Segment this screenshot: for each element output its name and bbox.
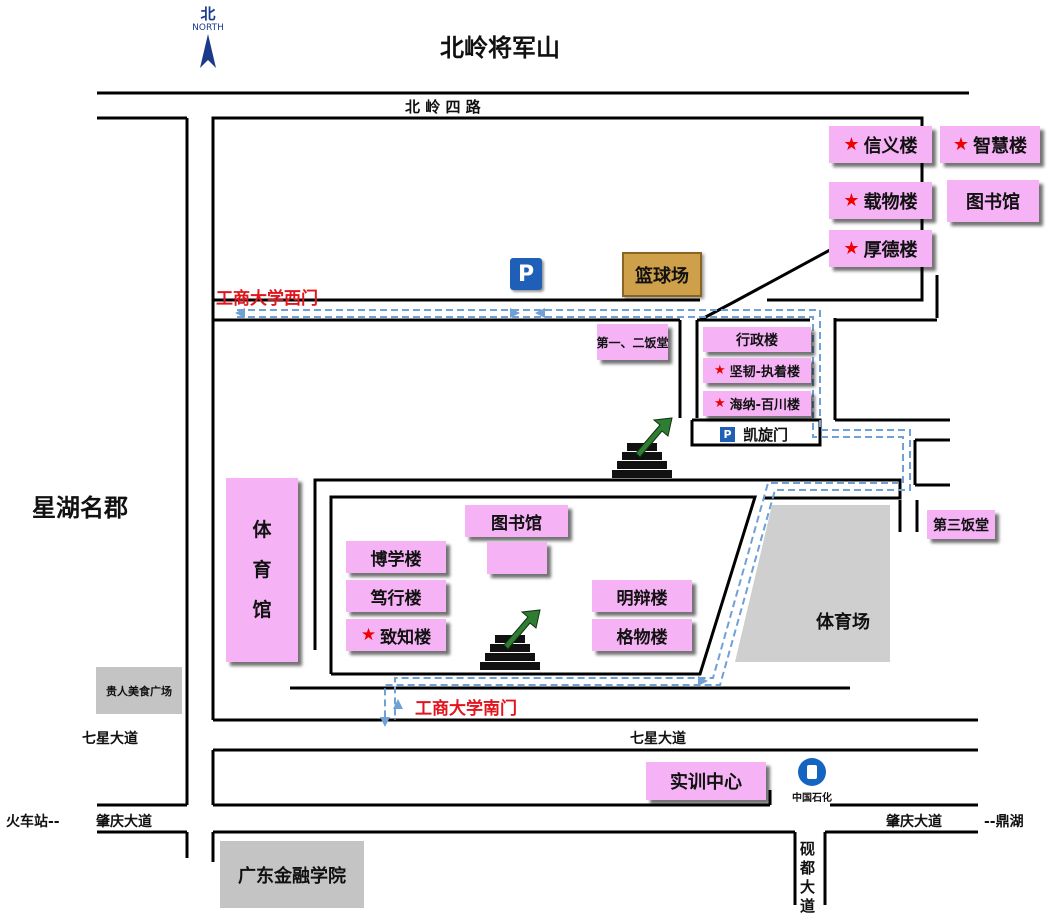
gate-west: 工商大学西门: [216, 289, 318, 309]
gate-kaixuan-label: 凯旋门: [743, 426, 789, 444]
road-label-zhaoqing-right: 肇庆大道: [886, 814, 942, 830]
road-label-dinghu: --鼎湖: [984, 814, 1024, 830]
road-label-qixing-mid: 七星大道: [630, 731, 686, 747]
building-xinyi: ★信义楼: [829, 126, 932, 163]
star-icon: ★: [952, 134, 970, 155]
inner-block: [329, 495, 758, 676]
yandu-char-1: 砚: [800, 840, 816, 858]
compass-text: NORTH: [192, 23, 224, 33]
road-label-station: 火车站--: [6, 814, 60, 830]
building-library: 图书馆: [465, 505, 568, 537]
building-zaiwu: ★载物楼: [829, 182, 932, 219]
building-stadium: 体育场: [816, 612, 870, 633]
stadium-field: [735, 505, 890, 662]
area-jinrong: 广东金融学院: [220, 841, 364, 908]
building-zaiwu-label: 载物楼: [863, 191, 918, 213]
building-gewu: 格物楼: [592, 619, 692, 651]
gas-station: 中国石化: [782, 758, 842, 804]
building-zhihui: ★智慧楼: [940, 126, 1040, 163]
building-zhihui-label: 智慧楼: [973, 135, 1028, 157]
yandu-char-4: 道: [800, 897, 816, 915]
star-icon: ★: [713, 363, 726, 378]
building-boxue: 博学楼: [346, 541, 446, 573]
road-label-yandu: 砚 都 大 道: [800, 840, 815, 916]
building-gym: 体 育 馆: [226, 478, 298, 662]
building-canteen12: 第一、二饭堂: [597, 324, 669, 360]
map-title: 北岭将军山: [440, 34, 560, 62]
building-basketball: 篮球场: [622, 252, 702, 297]
gas-station-label: 中国石化: [792, 793, 832, 804]
yandu-char-2: 都: [800, 859, 816, 877]
gym-char-3: 馆: [252, 599, 272, 621]
yandu-char-3: 大: [800, 878, 816, 896]
building-houde: ★厚德楼: [829, 230, 932, 267]
building-mingbian: 明辩楼: [592, 580, 692, 612]
building-jianren-label: 坚韧-执着楼: [729, 365, 801, 380]
building-jianren: ★坚韧-执着楼: [703, 358, 811, 383]
building-library-top: 图书馆: [947, 180, 1039, 222]
gym-char-2: 育: [252, 559, 272, 581]
star-icon: ★: [843, 238, 860, 259]
parking-icon: P: [510, 258, 542, 290]
building-canteen3: 第三饭堂: [927, 510, 995, 539]
building-zhizhi: ★致知楼: [346, 619, 446, 651]
area-xinghu: 星湖名郡: [32, 494, 128, 522]
building-duxing: 笃行楼: [346, 580, 446, 612]
building-zhizhi-label: 致知楼: [380, 627, 432, 648]
building-admin: 行政楼: [703, 327, 811, 352]
route-path: [237, 309, 911, 720]
stairs-arrow-icon: [480, 609, 541, 670]
building-haina: ★海纳-百川楼: [703, 391, 811, 416]
gate-kaixuan: P 凯旋门: [720, 424, 788, 445]
star-icon: ★: [843, 134, 860, 155]
route-arrows: [235, 308, 708, 727]
parking-icon: P: [720, 427, 735, 442]
star-icon: ★: [360, 625, 377, 645]
building-haina-label: 海纳-百川楼: [729, 398, 801, 413]
gym-char-1: 体: [252, 519, 272, 541]
stairs-arrow-icon: [612, 417, 673, 478]
gate-south: 工商大学南门: [415, 699, 517, 719]
road-label-beiling4: 北 岭 四 路: [405, 98, 481, 116]
compass-char: 北: [200, 5, 216, 23]
road-label-qixing-left: 七星大道: [82, 731, 138, 747]
building-library-annex: [487, 542, 547, 574]
roads: [97, 91, 978, 905]
star-icon: ★: [843, 190, 860, 211]
gas-station-icon: [798, 758, 826, 786]
star-icon: ★: [713, 396, 726, 411]
compass-icon: 北 NORTH: [186, 7, 230, 71]
road-label-zhaoqing-left: 肇庆大道: [96, 814, 152, 830]
building-houde-label: 厚德楼: [863, 239, 918, 261]
building-xinyi-label: 信义楼: [863, 135, 918, 157]
building-shixun: 实训中心: [646, 762, 766, 800]
area-guiren: 贵人美食广场: [96, 667, 182, 714]
